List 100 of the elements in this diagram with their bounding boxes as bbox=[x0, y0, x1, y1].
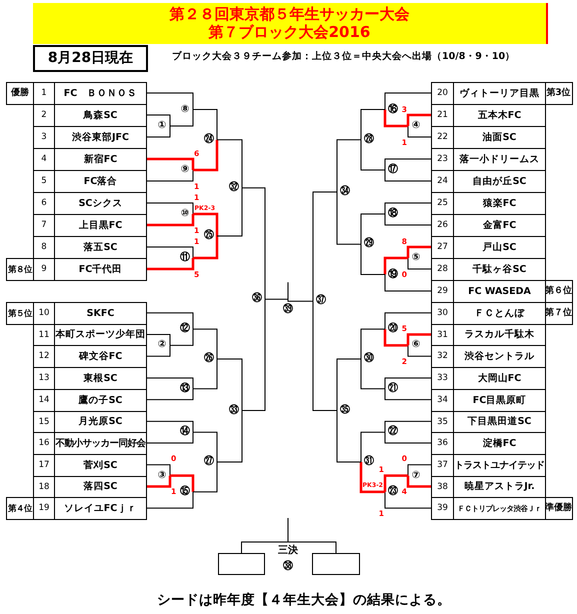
bracket-line bbox=[360, 139, 386, 170]
third-place-match-label: 三決 ㊳ bbox=[271, 542, 305, 577]
team-name: 戸山SC bbox=[482, 241, 518, 255]
team-name: FC目黒原町 bbox=[472, 394, 528, 408]
team-row bbox=[431, 454, 546, 477]
date-stamp: 8月28日現在 bbox=[33, 45, 148, 72]
match-number: ㉔ bbox=[201, 132, 217, 147]
team-name: ＦＣとんぼ bbox=[474, 307, 526, 321]
bracket-line bbox=[146, 464, 170, 476]
match-number: ⑥ bbox=[408, 338, 424, 352]
bracket-line bbox=[192, 432, 218, 463]
bracket-line bbox=[146, 170, 194, 182]
team-name: 下目黒田道SC bbox=[466, 415, 532, 429]
bracket-line bbox=[384, 377, 432, 390]
bracket-line bbox=[241, 542, 288, 554]
match-number: ㉙ bbox=[361, 237, 377, 252]
bracket-line bbox=[384, 329, 408, 347]
bracket-line bbox=[312, 192, 338, 302]
bracket-line bbox=[146, 158, 194, 170]
bracket-line bbox=[406, 333, 431, 346]
bracket-line bbox=[146, 491, 194, 509]
bracket-line bbox=[146, 92, 194, 110]
match-number: ⑲ bbox=[385, 268, 401, 282]
team-name: 月光原SC bbox=[78, 415, 124, 429]
bracket-line bbox=[192, 462, 218, 492]
match-number: ㉑ bbox=[385, 382, 401, 396]
team-name: SKFC bbox=[86, 307, 116, 321]
team-row bbox=[431, 476, 546, 498]
bracket-line bbox=[360, 358, 386, 390]
bracket-line bbox=[384, 158, 432, 170]
bracket-line bbox=[384, 92, 432, 110]
bracket-line bbox=[242, 187, 266, 300]
team-row bbox=[33, 411, 147, 433]
team-name: 菅刈SC bbox=[82, 459, 118, 473]
team-row bbox=[431, 258, 546, 281]
match-number: ㉚ bbox=[361, 352, 377, 366]
team-name: 五本木FC bbox=[476, 109, 522, 123]
team-row bbox=[431, 324, 546, 346]
team-name: 自由が丘SC bbox=[472, 174, 528, 189]
rank-cell: 第3位 bbox=[544, 82, 573, 105]
team-row bbox=[33, 389, 147, 412]
match-number: ③ bbox=[154, 468, 170, 483]
bracket-line bbox=[384, 170, 432, 182]
match-number: ⑬ bbox=[177, 382, 193, 396]
match-number: ④ bbox=[408, 119, 424, 133]
bracket-line bbox=[216, 139, 242, 188]
rank-cell: 第７位 bbox=[544, 302, 573, 325]
bracket-line bbox=[216, 410, 242, 463]
seed-number: 19 bbox=[34, 498, 55, 519]
team-name: 碑文谷FC bbox=[78, 350, 124, 364]
bracket-line bbox=[384, 202, 432, 214]
match-number: ㉖ bbox=[201, 352, 217, 366]
bracket-line bbox=[384, 491, 432, 509]
bracket-line bbox=[146, 312, 194, 330]
match-number: ㊲ bbox=[313, 294, 329, 308]
team-row bbox=[33, 192, 147, 215]
bracket-line bbox=[384, 110, 408, 128]
team-name: FC WASEDA bbox=[467, 285, 532, 299]
bracket-line bbox=[360, 109, 386, 140]
match-number: ⑩ bbox=[177, 207, 193, 221]
bracket-line bbox=[384, 432, 432, 444]
team-row bbox=[33, 324, 147, 346]
team-name: 落四SC bbox=[82, 480, 118, 494]
bracket-line bbox=[192, 328, 218, 360]
team-row bbox=[33, 170, 147, 193]
seed-number: 39 bbox=[432, 498, 454, 519]
team-row bbox=[431, 126, 546, 149]
empty-team-box bbox=[312, 553, 360, 575]
team-row bbox=[33, 432, 147, 455]
bracket-line bbox=[336, 192, 362, 245]
team-row bbox=[431, 389, 546, 412]
bracket-line bbox=[408, 464, 432, 476]
rank-cell: 第５位 bbox=[6, 302, 34, 325]
bracket-line bbox=[288, 300, 314, 302]
rank-cell: 優勝 bbox=[6, 82, 34, 105]
bracket-line bbox=[216, 187, 242, 236]
team-row bbox=[33, 476, 147, 498]
bracket-line bbox=[264, 298, 288, 301]
match-number: ㊱ bbox=[249, 292, 265, 306]
bracket-line bbox=[408, 126, 432, 138]
team-row bbox=[33, 148, 147, 171]
team-row bbox=[33, 104, 147, 127]
team-row bbox=[431, 411, 546, 433]
match-number: ⑦ bbox=[408, 468, 424, 483]
match-number: ⑯ bbox=[385, 102, 401, 116]
empty-team-box bbox=[218, 553, 265, 575]
team-row bbox=[431, 148, 546, 171]
match-number: ⑪ bbox=[177, 251, 193, 265]
match-number: ㉝ bbox=[226, 404, 242, 418]
match-number: ㉕ bbox=[201, 229, 217, 243]
bracket-line bbox=[242, 298, 266, 411]
bracket-line bbox=[384, 256, 408, 274]
bracket-line bbox=[146, 214, 194, 226]
bracket-line bbox=[312, 300, 338, 411]
bracket-line bbox=[360, 328, 386, 360]
match-number: ⑳ bbox=[385, 322, 401, 336]
team-name: 新宿FC bbox=[82, 152, 118, 167]
bracket-line bbox=[146, 258, 194, 270]
team-name: 油面SC bbox=[482, 131, 518, 145]
bracket-line bbox=[146, 476, 172, 488]
